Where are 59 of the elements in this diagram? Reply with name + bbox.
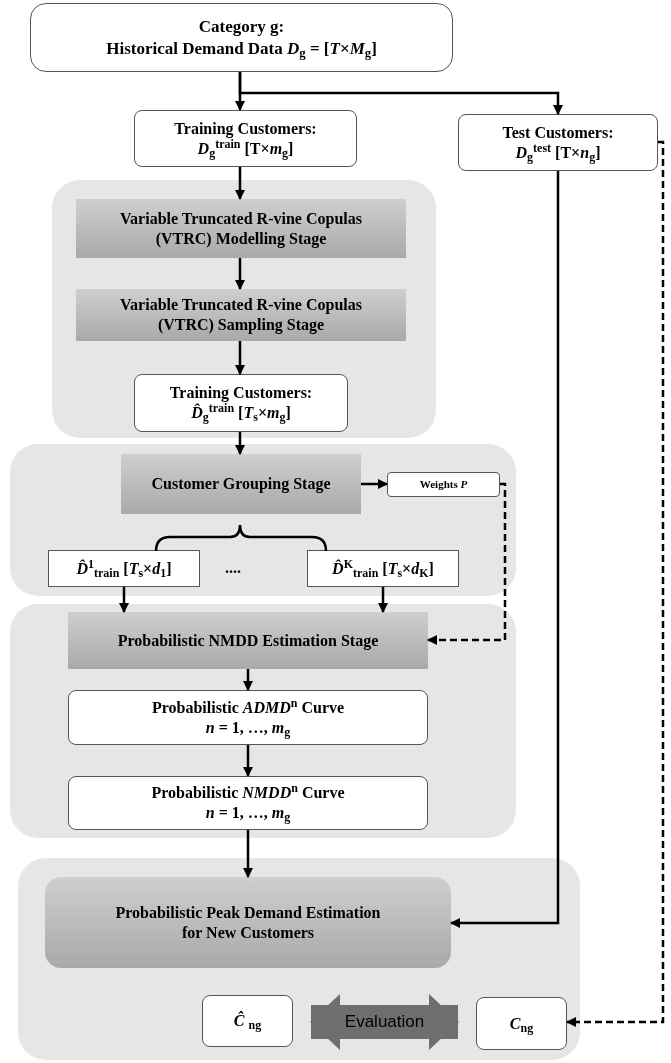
data-box bbox=[476, 997, 567, 1050]
stage-box bbox=[76, 289, 406, 341]
node-title: Ĉ $_{ng}$ bbox=[232, 1011, 263, 1031]
node-formula: n = 1, …, m$_{g}$ bbox=[204, 717, 292, 738]
node-title: Probabilistic NMDD$^{n}$ Curve bbox=[150, 783, 346, 803]
arrow bbox=[235, 167, 245, 200]
arrow bbox=[238, 72, 563, 115]
node-title: D̂$^{1}$$_{train}$ [T$_{s}$×d$_{1}$] bbox=[75, 558, 173, 579]
node-title: Category g: bbox=[197, 16, 286, 38]
arrow bbox=[310, 994, 459, 1050]
stage-panel bbox=[10, 444, 516, 596]
arrow bbox=[235, 258, 245, 290]
arrow bbox=[243, 745, 253, 777]
node-title: C$_{ng}$ bbox=[508, 1013, 535, 1034]
node-formula: D̂$_{g}$$^{train}$ [T$_{s}$×m$_{g}$] bbox=[191, 403, 292, 423]
node-title: Probabilistic NMDD Estimation Stage bbox=[116, 630, 380, 651]
node-title: Variable Truncated R-vine Copulas (VTRC) Modelling Stage bbox=[119, 208, 363, 249]
stage-panel bbox=[10, 604, 516, 838]
data-box bbox=[68, 690, 428, 745]
node-title: Test Customers: bbox=[501, 122, 615, 143]
arrow bbox=[243, 669, 253, 691]
data-box bbox=[307, 550, 459, 587]
arrow bbox=[361, 479, 388, 489]
data-box bbox=[202, 995, 293, 1047]
node-title: Variable Truncated R-vine Copulas (VTRC) Sampling Stage bbox=[119, 295, 363, 335]
stage-panel bbox=[18, 858, 580, 1060]
data-box bbox=[68, 776, 428, 830]
data-box bbox=[458, 114, 658, 171]
arrow bbox=[427, 482, 507, 645]
stage-box bbox=[68, 612, 428, 669]
stage-panel bbox=[52, 180, 436, 438]
node-title: Training Customers: bbox=[173, 118, 318, 139]
stage-box bbox=[45, 877, 451, 968]
data-box bbox=[30, 3, 453, 72]
node-title: Weights P bbox=[418, 477, 469, 492]
data-box bbox=[134, 374, 348, 432]
data-box bbox=[48, 550, 200, 587]
arrow bbox=[450, 171, 560, 928]
node-title: Training Customers: bbox=[168, 383, 314, 403]
node-title: D̂$^{K}$$_{train}$ [T$_{s}$×d$_{K}$] bbox=[331, 558, 435, 579]
node-formula: D$_{g}$$^{test}$ [T×n$_{g}$] bbox=[514, 142, 602, 163]
weights-box bbox=[387, 472, 500, 497]
ellipsis-text: .... bbox=[225, 558, 241, 578]
node-title: Customer Grouping Stage bbox=[150, 474, 332, 494]
stage-box bbox=[76, 199, 406, 258]
arrow bbox=[243, 830, 253, 878]
node-formula: D$_{g}$$^{train}$ [T×m$_{g}$] bbox=[197, 138, 295, 159]
edge-label: Evaluation bbox=[344, 1011, 425, 1034]
node-title: Probabilistic Peak Demand Estimation for New Customers bbox=[114, 902, 382, 943]
stage-box bbox=[121, 454, 361, 514]
node-formula: Historical Demand Data D$_{g}$ = [T×M$_{g}$] bbox=[105, 37, 378, 59]
arrow bbox=[235, 432, 245, 455]
arrow bbox=[378, 587, 388, 613]
arrow bbox=[566, 140, 665, 1027]
arrow bbox=[119, 587, 129, 613]
data-box bbox=[134, 110, 357, 167]
node-formula: n = 1, …, m$_{g}$ bbox=[204, 803, 292, 823]
arrow bbox=[235, 341, 245, 375]
node-title: Probabilistic ADMD$^{n}$ Curve bbox=[150, 697, 346, 718]
